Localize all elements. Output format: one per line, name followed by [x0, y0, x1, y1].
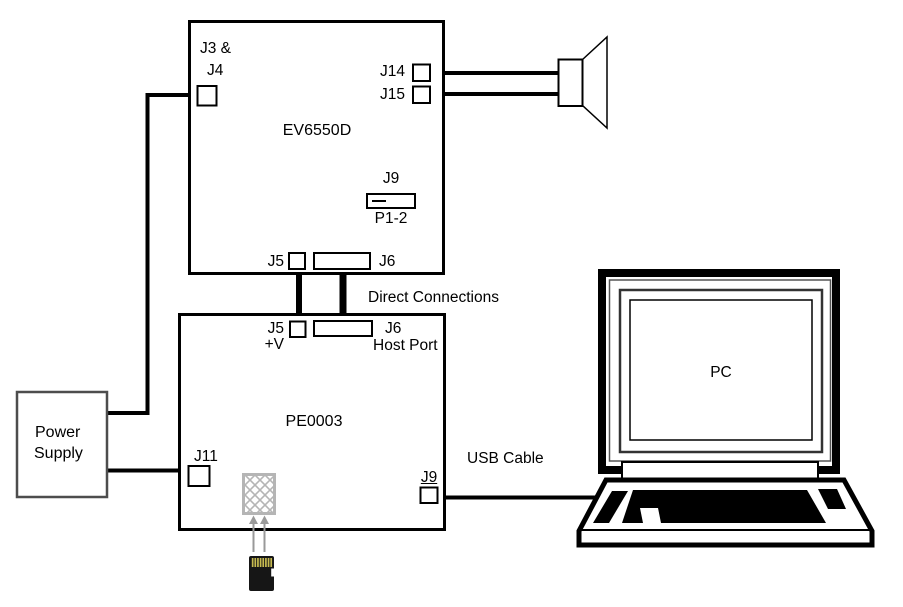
laptop-keyboard-main [622, 490, 826, 523]
usb-cable-label: USB Cable [467, 450, 544, 467]
speaker-driver [557, 58, 584, 107]
j3j4-connector [196, 85, 218, 107]
pe0003-board [178, 313, 446, 531]
j9-ev-label: J9 [382, 170, 400, 187]
j15-label: J15 [380, 86, 405, 103]
laptop-hinge [621, 461, 819, 481]
j5-ev-label: J5 [267, 253, 284, 270]
microsd-pins [251, 558, 273, 567]
j9-pe-label: J9 [420, 469, 438, 486]
j6-ev-connector [313, 252, 371, 270]
laptop-keyboard-left [593, 491, 628, 523]
sd-socket-icon [242, 473, 276, 515]
speaker-icon [557, 35, 608, 130]
j9-pe-connector [419, 486, 439, 504]
j6-pe-connector [313, 320, 373, 337]
laptop-keyboard-notch [640, 508, 661, 523]
pe0003-title: PE0003 [285, 413, 343, 430]
j9-jumper-connector [366, 193, 416, 209]
microsd-notch [271, 568, 275, 577]
j15-connector [412, 85, 431, 104]
wires [107, 71, 598, 500]
j14-connector [412, 63, 431, 82]
j6-ev-label: J6 [379, 253, 396, 270]
laptop-icon [576, 269, 875, 548]
host-port-label: Host Port [373, 337, 438, 354]
power-supply-box [15, 390, 109, 499]
plus-v-label: +V [264, 336, 284, 353]
speaker-horn [581, 35, 608, 130]
p1-2-label: P1-2 [374, 210, 408, 227]
j6-pe-label: J6 [385, 320, 402, 337]
j3j4-label-line1: J3 & [200, 40, 232, 57]
j5-pe-label: J5 [267, 320, 284, 337]
j3j4-label-line2: J4 [207, 62, 224, 79]
ev6550d-board [188, 20, 445, 275]
insert-arrows-icon [249, 515, 269, 552]
ev6550d-title: EV6550D [282, 122, 352, 139]
power-supply-label-line2: Supply [34, 445, 83, 462]
laptop-keyboard-right [818, 489, 846, 509]
ev6550d-connectors [196, 63, 431, 270]
microsd-card-icon [249, 556, 275, 591]
j11-connector [187, 465, 211, 487]
pe0003-connectors [187, 320, 439, 504]
pc-label: PC [710, 364, 732, 381]
power-supply-label-line1: Power [35, 424, 81, 441]
j5-pe-connector [289, 320, 307, 338]
direct-connections-label: Direct Connections [368, 289, 499, 306]
j5-ev-connector [288, 252, 306, 270]
power-to-ev6550d-wire [107, 93, 189, 415]
laptop-screen [629, 299, 813, 441]
sd-socket-hatch [242, 473, 276, 515]
j11-label: J11 [194, 448, 218, 465]
j14-label: J14 [380, 63, 405, 80]
